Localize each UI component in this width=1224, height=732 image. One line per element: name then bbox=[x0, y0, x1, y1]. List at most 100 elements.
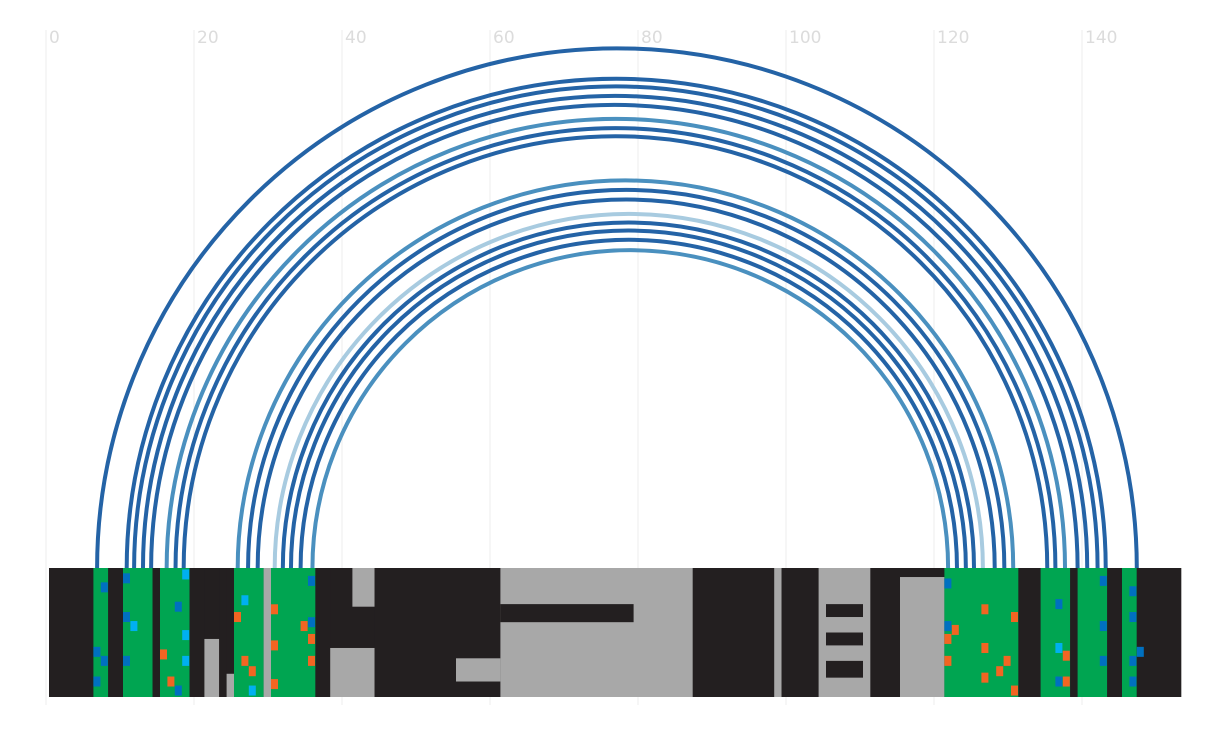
arc-14 bbox=[298, 237, 959, 569]
arc-9 bbox=[246, 187, 1007, 569]
track-segment-7 bbox=[204, 638, 220, 697]
track-segment-32 bbox=[1070, 568, 1078, 697]
track-marker-40 bbox=[1055, 599, 1063, 610]
track-marker-37 bbox=[1003, 655, 1011, 666]
arc-1 bbox=[124, 76, 1108, 569]
arc-8 bbox=[235, 178, 1016, 569]
track-segment-27 bbox=[870, 568, 900, 697]
track-segment-0 bbox=[49, 568, 94, 697]
track-marker-46 bbox=[1099, 621, 1107, 632]
track-segment-3 bbox=[123, 568, 153, 697]
track-segment-26 bbox=[826, 660, 863, 678]
track-marker-25 bbox=[300, 621, 308, 632]
track-segment-30 bbox=[1018, 568, 1041, 697]
track-marker-29 bbox=[944, 621, 952, 632]
track-marker-7 bbox=[123, 655, 130, 666]
track-segment-9 bbox=[226, 673, 234, 697]
x-tick-label-3: 60 bbox=[493, 28, 515, 48]
track-marker-45 bbox=[1099, 575, 1107, 586]
arc-13 bbox=[288, 228, 968, 569]
track-segment-6 bbox=[189, 568, 205, 697]
track-segment-20 bbox=[692, 568, 775, 697]
track-marker-3 bbox=[93, 676, 101, 687]
arc-0 bbox=[95, 46, 1139, 569]
track-segment-18 bbox=[500, 568, 693, 697]
track-marker-34 bbox=[981, 642, 989, 653]
track-marker-21 bbox=[271, 640, 278, 651]
track-marker-28 bbox=[944, 578, 952, 589]
track-marker-4 bbox=[123, 573, 130, 584]
track-marker-6 bbox=[130, 621, 138, 632]
track-marker-38 bbox=[1011, 612, 1018, 623]
track-marker-35 bbox=[981, 672, 989, 683]
track-segment-24 bbox=[826, 604, 863, 618]
track-marker-14 bbox=[174, 685, 182, 696]
grid-lines bbox=[45, 30, 1083, 705]
arc-12 bbox=[280, 220, 976, 569]
track-segment-33 bbox=[1077, 568, 1108, 697]
arc-2 bbox=[132, 84, 1100, 569]
track-marker-12 bbox=[182, 655, 190, 666]
track-marker-11 bbox=[160, 649, 167, 660]
arc-11 bbox=[272, 211, 985, 569]
x-tick-label-6: 120 bbox=[937, 28, 969, 48]
arc-7 bbox=[181, 134, 1050, 569]
track-marker-8 bbox=[174, 601, 182, 612]
track-marker-18 bbox=[248, 666, 256, 677]
track-marker-19 bbox=[248, 685, 256, 696]
track-marker-0 bbox=[100, 582, 108, 593]
sequence-track bbox=[49, 568, 1182, 697]
track-marker-50 bbox=[1129, 655, 1137, 666]
track-marker-22 bbox=[271, 679, 278, 690]
track-marker-31 bbox=[944, 633, 952, 644]
x-tick-label-4: 80 bbox=[641, 28, 663, 48]
arc-6 bbox=[173, 126, 1058, 569]
x-tick-label-0: 0 bbox=[49, 28, 60, 48]
arc-3 bbox=[140, 93, 1090, 569]
track-segment-31 bbox=[1040, 568, 1071, 697]
track-marker-51 bbox=[1136, 646, 1144, 657]
arc-5 bbox=[164, 116, 1068, 569]
track-marker-15 bbox=[234, 612, 241, 623]
track-segment-17 bbox=[456, 658, 501, 682]
track-segment-15 bbox=[352, 568, 375, 607]
track-marker-52 bbox=[1129, 676, 1137, 687]
track-segment-21 bbox=[774, 568, 782, 697]
track-marker-36 bbox=[996, 666, 1004, 677]
track-marker-16 bbox=[241, 595, 249, 606]
track-segment-16 bbox=[374, 568, 456, 697]
track-marker-2 bbox=[100, 655, 108, 666]
track-marker-32 bbox=[944, 655, 952, 666]
x-tick-label-5: 100 bbox=[789, 28, 821, 48]
track-segment-2 bbox=[108, 568, 123, 697]
arcs bbox=[95, 46, 1139, 569]
track-marker-33 bbox=[981, 604, 989, 615]
track-marker-49 bbox=[1129, 612, 1137, 623]
track-marker-44 bbox=[1062, 676, 1070, 687]
track-marker-41 bbox=[1055, 642, 1063, 653]
track-segment-12 bbox=[271, 568, 316, 697]
track-segment-11 bbox=[263, 568, 271, 697]
track-marker-5 bbox=[123, 612, 130, 623]
track-marker-9 bbox=[182, 569, 190, 580]
track-marker-17 bbox=[241, 655, 249, 666]
track-marker-26 bbox=[308, 633, 315, 644]
track-segment-22 bbox=[781, 568, 819, 697]
track-marker-30 bbox=[951, 624, 959, 635]
x-tick-label-1: 20 bbox=[197, 28, 219, 48]
arc-10 bbox=[255, 197, 997, 569]
track-segment-4 bbox=[152, 568, 160, 697]
x-tick-label-2: 40 bbox=[345, 28, 367, 48]
track-marker-20 bbox=[271, 604, 278, 615]
x-tick-label-7: 140 bbox=[1085, 28, 1117, 48]
track-segment-13 bbox=[315, 568, 331, 697]
track-segment-25 bbox=[826, 632, 863, 646]
track-marker-42 bbox=[1062, 650, 1070, 661]
track-segment-8 bbox=[219, 568, 227, 697]
arc-15 bbox=[310, 248, 951, 569]
track-marker-27 bbox=[308, 655, 315, 666]
track-segment-19 bbox=[500, 604, 634, 623]
track-marker-43 bbox=[1055, 676, 1063, 687]
track-segment-28 bbox=[900, 577, 945, 697]
